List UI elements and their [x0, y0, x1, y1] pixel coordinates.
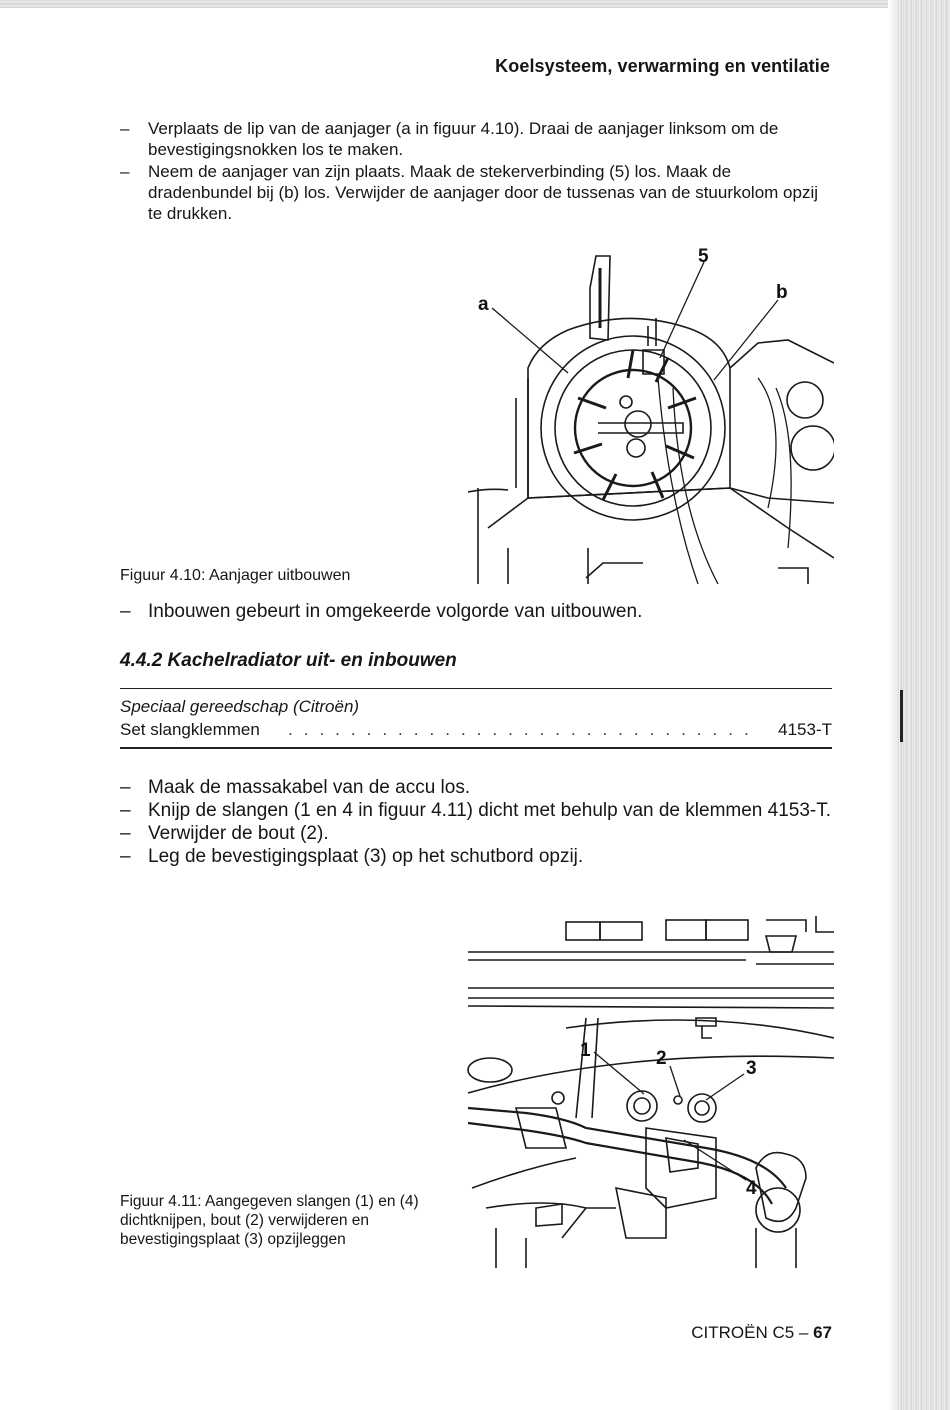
figure-label-3: 3: [746, 1058, 757, 1079]
page-footer: CITROËN C5 – 67: [691, 1323, 832, 1343]
tool-code: 4153-T: [778, 720, 832, 739]
chapter-title: Koelsysteem, verwarming en ventilatie: [495, 56, 830, 76]
section-heading: 4.4.2 Kachelradiator uit- en inbouwen: [120, 650, 457, 671]
figure-label-b: b: [776, 282, 788, 303]
figure-label-2: 2: [656, 1048, 667, 1069]
figure-label-1: 1: [580, 1040, 591, 1061]
special-tools-box: Speciaal gereedschap (Citroën) Set slang…: [120, 688, 832, 749]
radiator-steps-list: Maak de massakabel van de accu los. Knij…: [120, 776, 832, 868]
figure-label-a: a: [478, 294, 489, 315]
tool-name: Set slangklemmen: [120, 720, 260, 739]
figure-label-5: 5: [698, 248, 709, 267]
figure-4-10-blower: 5 a b: [468, 248, 834, 584]
list-item: Knijp de slangen (1 en 4 in figuur 4.11)…: [120, 799, 832, 822]
page-top-edge: [0, 0, 950, 8]
page-edge-shadow: [888, 0, 898, 1410]
page-edge: [898, 0, 950, 1410]
list-item: Neem de aanjager van zijn plaats. Maak d…: [120, 161, 832, 224]
figure-4-11-heater-hoses: 1 2 3 4: [467, 916, 834, 1268]
list-item: Leg de bevestigingsplaat (3) op het schu…: [120, 845, 832, 868]
removal-steps-list: Verplaats de lip van de aanjager (a in f…: [120, 118, 832, 225]
page-number: 67: [813, 1323, 832, 1342]
figure-4-10-caption: Figuur 4.10: Aanjager uitbouwen: [120, 567, 351, 584]
figure-label-4: 4: [746, 1178, 757, 1199]
install-note-text: Inbouwen gebeurt in omgekeerde volgorde …: [148, 601, 643, 622]
list-item: Maak de massakabel van de accu los.: [120, 776, 832, 799]
install-note: Inbouwen gebeurt in omgekeerde volgorde …: [120, 601, 642, 623]
margin-mark: [900, 690, 903, 742]
list-item: Verplaats de lip van de aanjager (a in f…: [120, 118, 832, 160]
leader-dots: ........................................…: [288, 720, 756, 739]
list-item: Verwijder de bout (2).: [120, 822, 832, 845]
footer-model: CITROËN C5 –: [691, 1323, 814, 1342]
figure-4-11-caption: Figuur 4.11: Aangegeven slangen (1) en (…: [120, 1193, 419, 1248]
special-tools-heading: Speciaal gereedschap (Citroën): [120, 697, 360, 716]
